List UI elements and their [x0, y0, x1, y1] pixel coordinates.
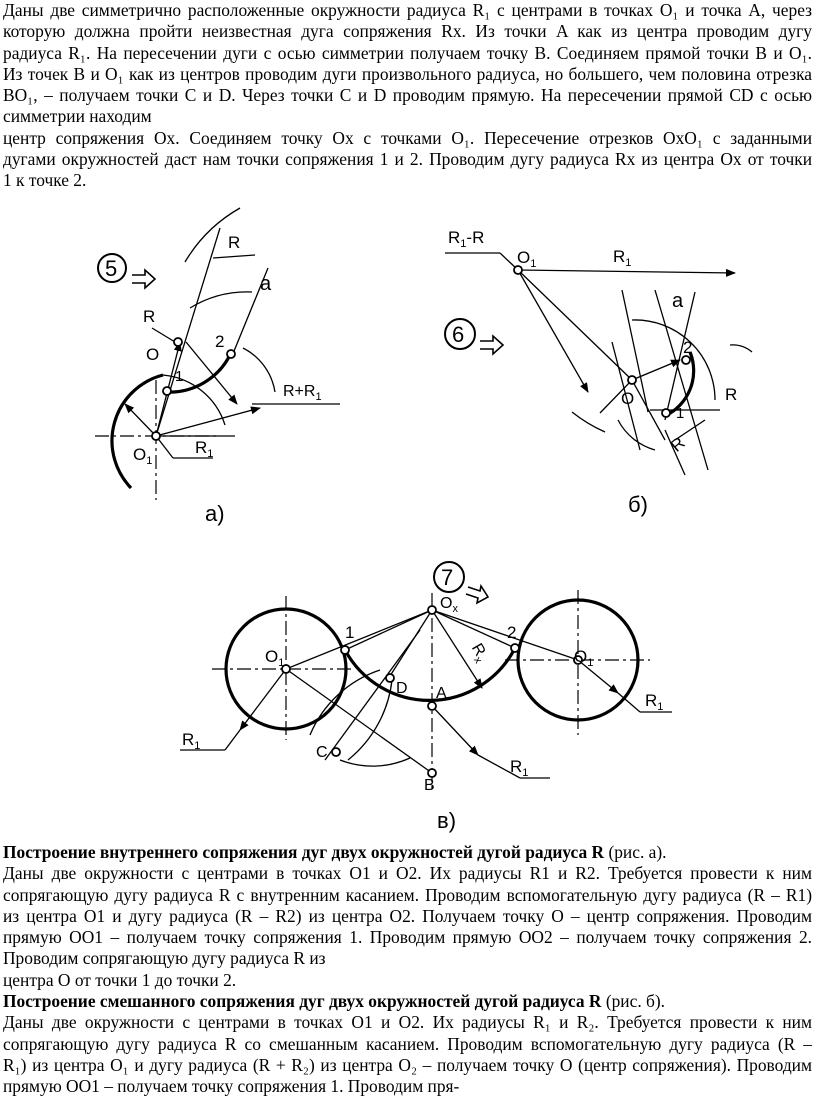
figure-c-label: Ox: [440, 595, 458, 615]
figure-a-label: 1: [175, 368, 183, 385]
section1-line: Проводим сопрягающую дугу радиуса R из: [3, 948, 326, 969]
section2-line: прямую OO1 – получаем точку сопряжения 1…: [3, 1076, 460, 1097]
figure-c-label: C: [316, 744, 328, 761]
figure-a-label: R1: [195, 438, 213, 460]
figure-b-badge: 6: [452, 322, 464, 347]
section2-title: Построение смешанного сопряжения дуг дву…: [3, 991, 602, 1012]
section1-line: центра O от точки 1 до точки 2.: [3, 969, 237, 990]
figure-c-label: A: [436, 685, 447, 702]
figure-a-label: R+R1: [283, 383, 322, 403]
figure-a-label: a: [260, 273, 272, 295]
figure-b-label: R1: [613, 247, 631, 269]
figure-c-label: R1: [510, 757, 528, 779]
figure-c-label: O1: [265, 647, 284, 669]
figure-c: 7 Ox 1 2 O1 O1 Rx D A C B R1 R1 R1 в): [180, 561, 672, 833]
figure-a-label: R: [143, 307, 155, 326]
figure-b-label: R: [725, 385, 737, 404]
figure-b-label: R: [667, 433, 689, 455]
intro-line: 1 к точке 2.: [3, 170, 87, 191]
intro-line: Даны две симметрично расположенные окруж…: [3, 0, 812, 20]
figure-b-label: 2: [683, 338, 692, 357]
figure-b-label: O: [621, 389, 634, 408]
intro-line: Из точек B и O₁ как из центров проводим …: [3, 63, 812, 84]
intro-line: которую должна пройти неизвестная дуга с…: [3, 21, 812, 42]
figure-c-label: 1: [345, 623, 354, 642]
section1-ref: (рис. а).: [604, 842, 667, 862]
figure-b: 6 R1-R O1 R1 a 2 O R 1 R б): [444, 228, 753, 517]
section2-ref: (рис. б).: [601, 991, 666, 1012]
intro-line: BO₁, – получаем точки C и D. Через точки…: [3, 85, 812, 106]
section1-line: из центра O1 и дугу радиуса (R – R2) из …: [3, 905, 812, 926]
section2-line: Даны две окружности с центрами в точках …: [3, 1012, 812, 1033]
figure-b-label: a: [672, 290, 684, 312]
intro-line: симметрии находим: [3, 106, 152, 127]
intro-line: дугами окружностей даст нам точки сопряж…: [3, 149, 812, 170]
section2-line: сопрягающую дугу радиуса R со смешанным …: [3, 1033, 812, 1054]
figure-a-label: 2: [215, 332, 224, 351]
figure-c-label: B: [424, 777, 435, 794]
figure-c-label: O1: [574, 647, 593, 669]
intro-line: радиуса R₁. На пересечении дуги с осью с…: [3, 42, 812, 63]
figure-c-label: Rx: [465, 641, 491, 666]
figure-c-label: R1: [645, 691, 663, 713]
figure-b-label: O1: [517, 248, 536, 270]
figure-c-label: D: [396, 680, 408, 697]
figure-b-label: R1-R: [448, 228, 484, 250]
figure-b-label: 1: [676, 405, 684, 422]
figure-a: 5 R a R O 2 1 R+R1 O1 R1 а): [95, 207, 340, 526]
section2-heading-line: Построение смешанного сопряжения дуг дву…: [3, 991, 812, 1012]
section2-line: R₁) из центра O₁ и дугу радиуса (R + R₂)…: [3, 1054, 812, 1075]
figure-c-badge: 7: [441, 565, 453, 590]
figure-a-label: O: [146, 345, 159, 364]
figure-c-label: 2: [507, 623, 516, 642]
figure-a-label: O1: [133, 445, 152, 467]
figure-c-caption: в): [437, 808, 456, 833]
intro-line: центр сопряжения Ox. Соединяем точку Ox …: [3, 127, 812, 148]
sections: Построение внутреннего сопряжения дуг дв…: [3, 842, 812, 1098]
section1-line: сопрягающую дугу радиуса R с внутренним …: [3, 884, 812, 905]
figure-a-label: R: [228, 233, 240, 252]
section1-title: Построение внутреннего сопряжения дуг дв…: [3, 842, 605, 862]
section1-line: прямую OO1 – получаем точку сопряжения 1…: [3, 927, 812, 948]
section1-heading-line: Построение внутреннего сопряжения дуг дв…: [3, 842, 812, 863]
section1-line: Даны две окружности с центрами в точках …: [3, 863, 812, 884]
figure-c-label: R1: [182, 730, 200, 752]
intro-paragraph: Даны две симметрично расположенные окруж…: [3, 0, 812, 192]
figure-b-caption: б): [628, 492, 648, 517]
figure-a-badge: 5: [105, 256, 117, 281]
figure-a-caption: а): [205, 501, 225, 526]
